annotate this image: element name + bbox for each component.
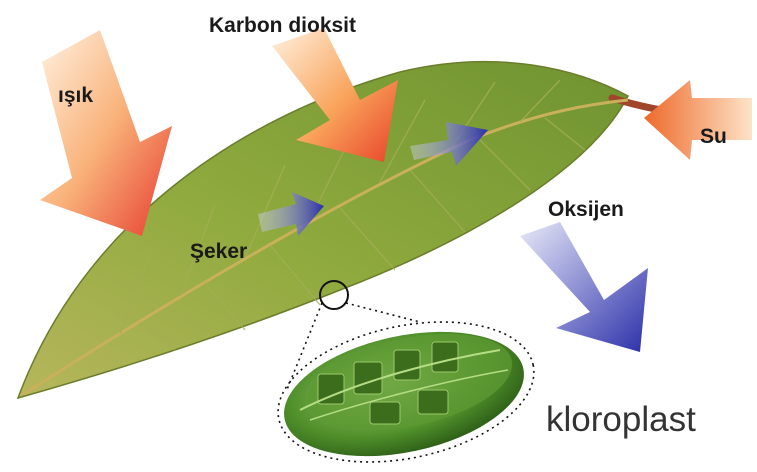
light-label: ışık <box>58 84 93 108</box>
water-label: Su <box>700 125 727 149</box>
sugar-label: Şeker <box>190 240 247 264</box>
carbon-dioxide-label: Karbon dioksit <box>209 14 356 38</box>
oxygen-arrow <box>520 222 648 352</box>
water-arrow <box>644 80 752 160</box>
oxygen-label: Oksijen <box>548 198 624 222</box>
chloroplast-label: kloroplast <box>546 400 696 440</box>
chloroplast-illustration <box>265 300 547 472</box>
